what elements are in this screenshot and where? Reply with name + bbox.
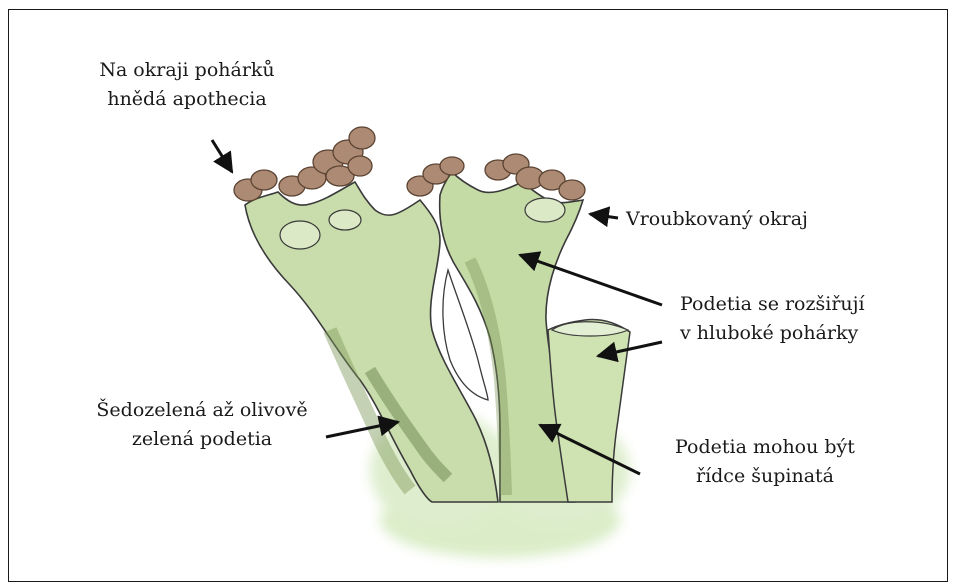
label-edge-line1: Vroubkovaný okraj xyxy=(626,205,808,234)
arrow-edge xyxy=(590,214,618,218)
label-edge: Vroubkovaný okraj xyxy=(626,205,808,234)
label-apothecia-line2: hnědá apothecia xyxy=(72,85,302,114)
label-apothecia-line1: Na okraji pohárků xyxy=(72,56,302,85)
label-color: Šedozelená až olivově zelená podetia xyxy=(72,396,332,454)
label-color-line1: Šedozelená až olivově xyxy=(72,396,332,425)
label-cups: Podetia se rozšiřují v hluboké pohárky xyxy=(680,290,865,348)
arrow-apothecia xyxy=(212,140,232,172)
label-scales-line2: řídce šupinatá xyxy=(650,462,880,491)
label-color-line2: zelená podetia xyxy=(72,425,332,454)
label-cups-line1: Podetia se rozšiřují xyxy=(680,290,865,319)
label-scales-line1: Podetia mohou být xyxy=(650,433,880,462)
label-cups-line2: v hluboké pohárky xyxy=(680,319,865,348)
label-apothecia: Na okraji pohárků hnědá apothecia xyxy=(72,56,302,114)
label-scales: Podetia mohou být řídce šupinatá xyxy=(650,433,880,491)
